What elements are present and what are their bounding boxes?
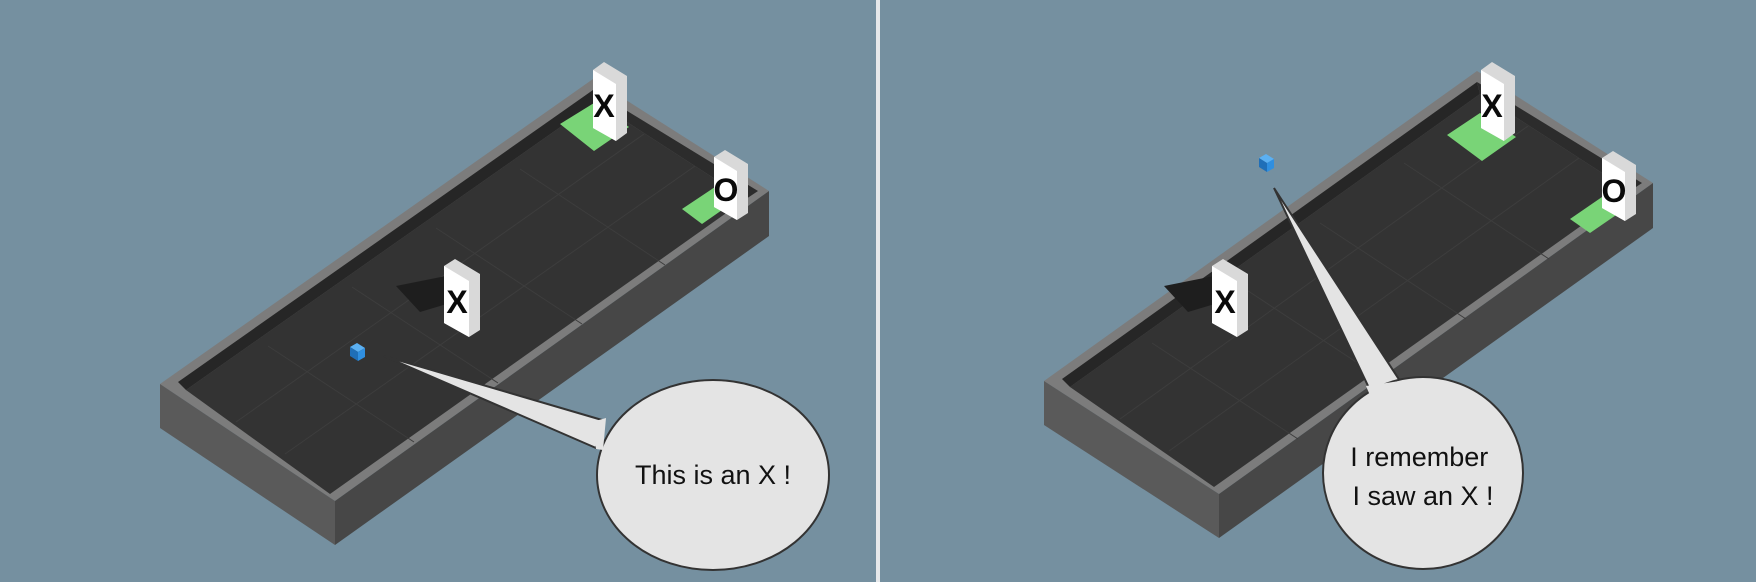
- cue-sign-glyph: X: [1214, 284, 1236, 320]
- goal-sign-o-glyph: O: [1602, 173, 1627, 209]
- goal-sign-o-glyph: O: [714, 172, 739, 208]
- speech-line-2: I saw an X !: [1352, 481, 1493, 511]
- goal-sign-x-glyph: X: [593, 88, 615, 124]
- panel-right: X O X I reme: [880, 0, 1756, 582]
- speech-line-1: I remember: [1350, 442, 1488, 472]
- scene-right: X O X I reme: [880, 0, 1756, 582]
- speech-text: This is an X !: [635, 460, 791, 490]
- speech-line-1: This is an X !: [635, 460, 791, 490]
- cue-sign-glyph: X: [446, 284, 468, 320]
- scene-left: X O X: [0, 0, 876, 582]
- panel-left: X O X: [0, 0, 876, 582]
- goal-sign-x-glyph: X: [1481, 88, 1503, 124]
- goal-sign-x: X: [1481, 62, 1515, 141]
- goal-sign-x: X: [593, 62, 627, 141]
